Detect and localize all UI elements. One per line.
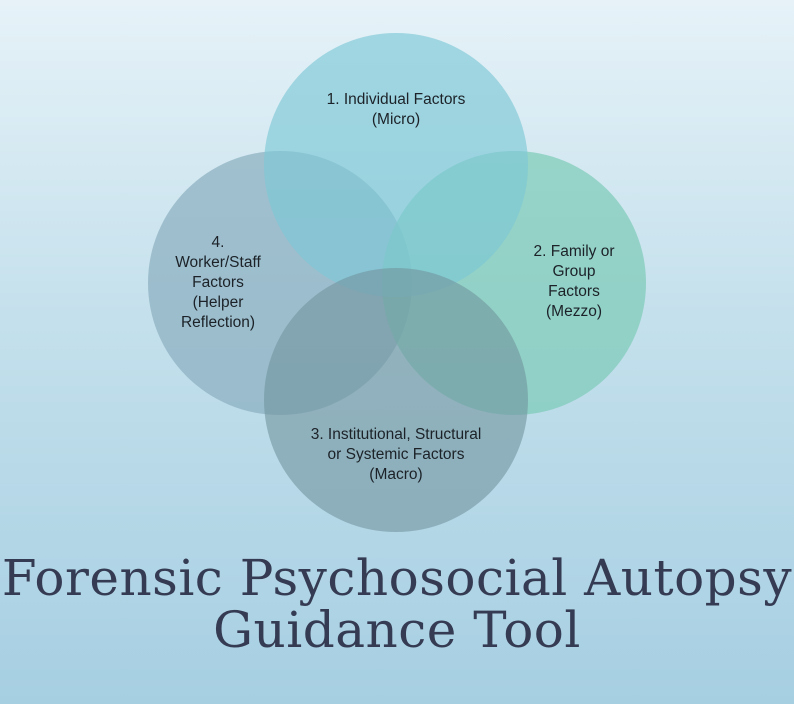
label-institutional: 3. Institutional, Structural or Systemic… [286,425,506,485]
label-line: (Mezzo) [546,303,602,320]
label-family: 2. Family or Group Factors (Mezzo) [514,242,634,322]
label-line: (Micro) [371,111,421,128]
label-line: (Helper [192,294,244,311]
label-line: (Macro) [369,466,423,483]
label-line: 2. Family or [533,243,615,260]
label-line: Worker/Staff [175,254,261,271]
label-line: 4. [211,234,225,251]
label-worker: 4. Worker/Staff Factors (Helper Reflecti… [158,233,278,333]
label-line: 1. Individual Factors [326,91,466,108]
label-line: Reflection) [180,314,256,331]
circle-individual [264,33,528,297]
title-line-2: Guidance Tool [213,601,581,659]
label-line: Group [552,263,596,280]
label-line: 3. Institutional, Structural [310,426,482,443]
circle-institutional [264,268,528,532]
label-line: Factors [192,274,244,291]
title-line-1: Forensic Psychosocial Autopsy [1,549,793,607]
label-individual: 1. Individual Factors (Micro) [296,90,496,130]
label-line: or Systemic Factors [327,446,465,463]
label-line: Factors [548,283,600,300]
